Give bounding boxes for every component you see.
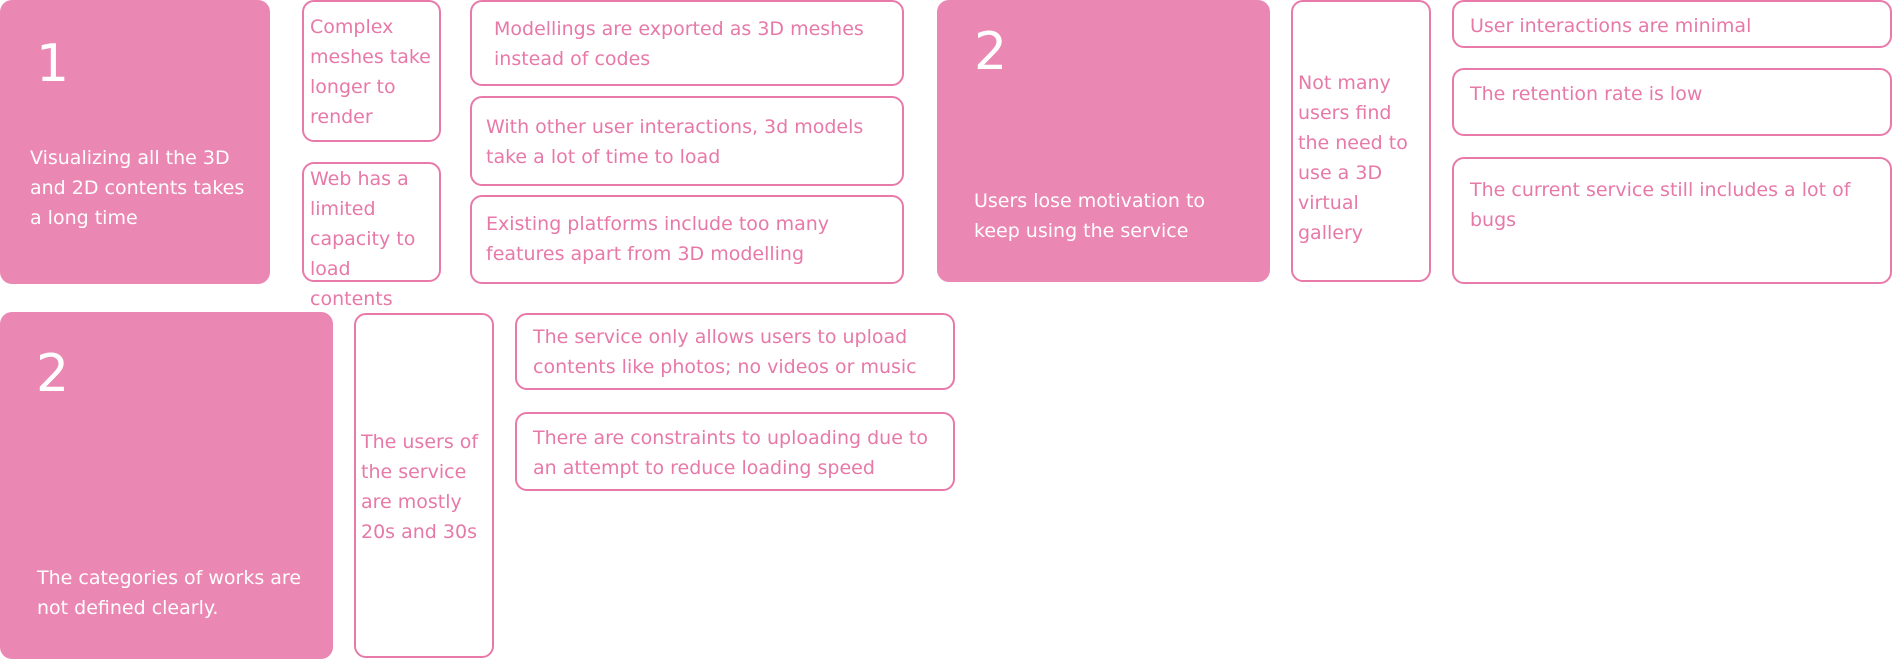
cluster-number: 2 bbox=[974, 22, 1008, 82]
note-card: With other user interactions, 3d models … bbox=[470, 96, 904, 186]
note-text: The current service still includes a lot… bbox=[1470, 179, 1851, 231]
note-card: Not many users find the need to use a 3D… bbox=[1291, 0, 1431, 282]
note-text: There are constraints to uploading due t… bbox=[533, 427, 929, 479]
note-text: User interactions are minimal bbox=[1470, 15, 1752, 37]
note-card: Complex meshes take longer to render bbox=[302, 0, 441, 142]
note-text: The retention rate is low bbox=[1470, 83, 1703, 105]
note-text: With other user interactions, 3d models … bbox=[486, 116, 864, 168]
cluster-card-1: 1 Visualizing all the 3D and 2D contents… bbox=[0, 0, 270, 284]
note-text: Web has a limited capacity to load conte… bbox=[310, 168, 416, 310]
note-text: Not many users find the need to use a 3D… bbox=[1298, 72, 1408, 244]
note-card: There are constraints to uploading due t… bbox=[515, 412, 955, 491]
note-card: Existing platforms include too many feat… bbox=[470, 195, 904, 284]
note-text: Modellings are exported as 3D meshes ins… bbox=[494, 18, 864, 70]
cluster-number: 1 bbox=[36, 34, 70, 94]
note-text: The users of the service are mostly 20s … bbox=[361, 431, 479, 543]
note-text: Complex meshes take longer to render bbox=[310, 16, 431, 128]
cluster-statement: Visualizing all the 3D and 2D contents t… bbox=[30, 147, 245, 229]
cluster-statement: Users lose motivation to keep using the … bbox=[974, 190, 1206, 242]
note-card: The current service still includes a lot… bbox=[1452, 157, 1892, 284]
note-card: Modellings are exported as 3D meshes ins… bbox=[470, 0, 904, 86]
note-card: The users of the service are mostly 20s … bbox=[354, 313, 494, 658]
cluster-number: 2 bbox=[36, 344, 70, 404]
cluster-card-2: 2 Users lose motivation to keep using th… bbox=[937, 0, 1270, 282]
note-card: User interactions are minimal bbox=[1452, 0, 1892, 48]
cluster-card-3: 2 The categories of works are not define… bbox=[0, 312, 333, 659]
note-card: The retention rate is low bbox=[1452, 68, 1892, 136]
cluster-statement: The categories of works are not defined … bbox=[37, 567, 302, 619]
note-card: Web has a limited capacity to load conte… bbox=[302, 162, 441, 310]
note-text: Existing platforms include too many feat… bbox=[486, 213, 830, 265]
note-text: The service only allows users to upload … bbox=[533, 326, 917, 378]
note-card: The service only allows users to upload … bbox=[515, 313, 955, 390]
